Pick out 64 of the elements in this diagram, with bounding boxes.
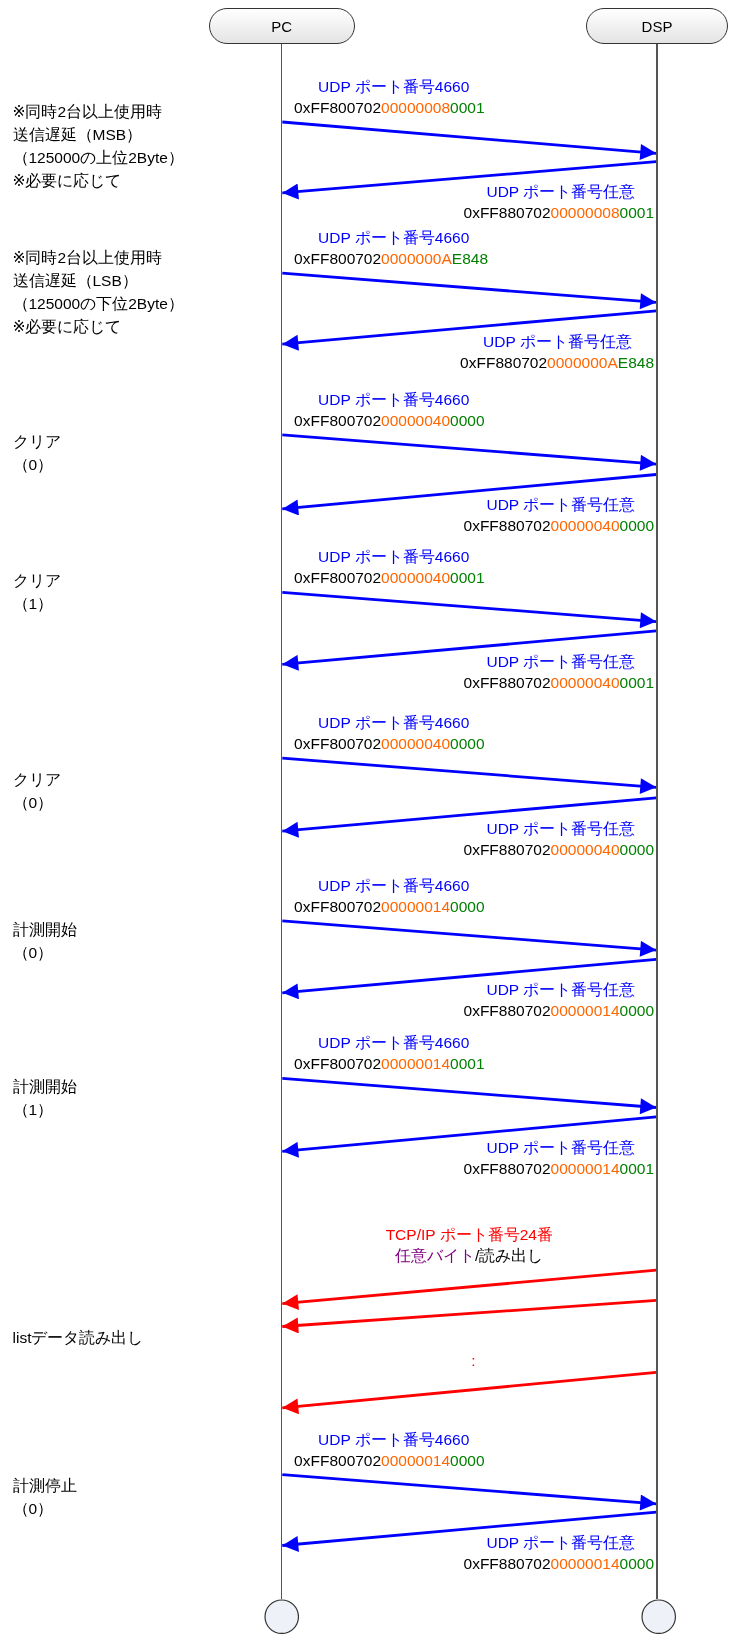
step-note: クリア <box>12 769 61 790</box>
message-arrow <box>282 120 657 160</box>
step-note: （1） <box>12 1100 54 1121</box>
message-arrow <box>282 473 657 516</box>
message-arrow <box>282 1510 657 1553</box>
step-note: （125000の下位2Byte） <box>12 294 184 315</box>
end-circle <box>263 1598 300 1635</box>
message-arrow <box>282 796 657 838</box>
lifeline-header: PC <box>208 8 355 44</box>
message-arrow <box>282 629 657 671</box>
step-note: クリア <box>12 431 61 452</box>
end-circle <box>641 1598 677 1635</box>
step-note: （0） <box>12 792 54 813</box>
message-arrow <box>282 756 657 795</box>
message-arrow <box>282 590 657 629</box>
edge-label: UDP ポート番号任意 0xFF880702000000400000 <box>463 818 654 860</box>
edge-label: UDP ポート番号任意 0xFF880702000000140001 <box>463 1137 654 1179</box>
message-arrow <box>282 1115 657 1158</box>
step-note: ※同時2台以上使用時 <box>12 102 163 123</box>
edge-label: TCP/IP ポート番号24番任意バイト/読み出し <box>384 1225 554 1267</box>
lifeline <box>656 43 658 1599</box>
lifeline <box>280 43 283 1599</box>
message-arrow <box>282 160 657 200</box>
edge-label: UDP ポート番号任意 0xFF880702000000400000 <box>463 495 654 537</box>
step-note: ※必要に応じて <box>12 317 122 337</box>
edge-label: UDP ポート番号任意 0xFF880702000000140000 <box>463 980 654 1022</box>
step-note: 送信遅延（LSB） <box>12 271 138 292</box>
step-note: クリア <box>12 571 61 592</box>
edge-label: UDP ポート番号4660 0xFF800702000000140000 <box>294 875 485 917</box>
step-note: ※必要に応じて <box>12 171 122 191</box>
message-arrow <box>282 1076 657 1115</box>
step-note: 計測開始 <box>12 919 77 940</box>
edge-label: UDP ポート番号4660 0xFF800702000000080001 <box>294 77 485 119</box>
step-note: （0） <box>12 1498 54 1519</box>
step-note: （0） <box>12 942 54 963</box>
edge-label: UDP ポート番号任意 0xFF8807020000000AE848 <box>460 331 654 373</box>
message-arrow <box>282 919 657 957</box>
edge-label: UDP ポート番号任意 0xFF880702000000080001 <box>463 182 654 224</box>
edge-label: UDP ポート番号任意 0xFF880702000000400001 <box>463 651 654 693</box>
message-arrow <box>282 958 657 1000</box>
message-arrow <box>282 309 657 351</box>
edge-label: UDP ポート番号4660 0xFF800702000000400000 <box>294 390 485 431</box>
message-arrow <box>282 1299 657 1334</box>
message-arrow <box>282 433 657 471</box>
continuation-mark: : <box>471 1350 476 1371</box>
edge-label: UDP ポート番号4660 0xFF800702000000400000 <box>294 713 485 755</box>
edge-label: UDP ポート番号4660 0xFF8007020000000AE848 <box>294 228 488 270</box>
message-arrow <box>282 1268 657 1311</box>
message-arrow <box>282 271 657 310</box>
message-arrow <box>282 1371 657 1415</box>
step-note: （0） <box>12 454 54 475</box>
step-note: 送信遅延（MSB） <box>12 125 143 146</box>
step-note: ※同時2台以上使用時 <box>12 248 163 269</box>
message-arrow <box>282 1473 657 1511</box>
step-note: 計測停止 <box>12 1475 77 1496</box>
step-note: 計測開始 <box>12 1077 77 1098</box>
edge-label: UDP ポート番号4660 0xFF800702000000140000 <box>294 1429 485 1471</box>
lifeline-header: DSP <box>586 8 728 44</box>
edge-label: UDP ポート番号4660 0xFF800702000000400001 <box>294 547 485 589</box>
edge-label: UDP ポート番号任意 0xFF880702000000140000 <box>463 1532 654 1574</box>
step-note: （125000の上位2Byte） <box>12 148 184 169</box>
step-note: （1） <box>12 594 54 615</box>
edge-label: UDP ポート番号4660 0xFF800702000000140001 <box>294 1033 485 1075</box>
step-note: listデータ読み出し <box>12 1327 144 1348</box>
